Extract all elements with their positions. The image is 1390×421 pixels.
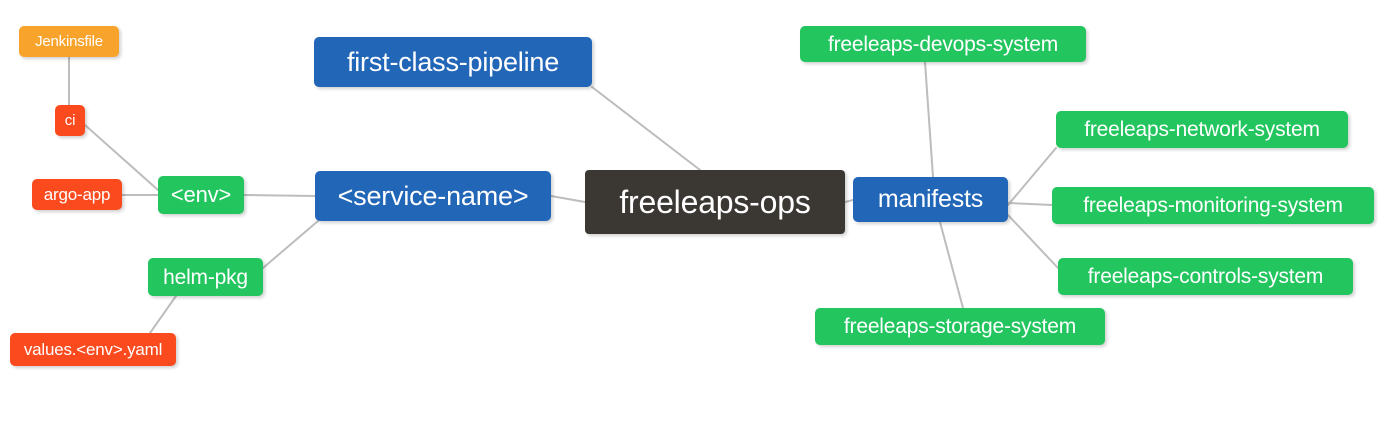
node-label: freeleaps-controls-system: [1087, 265, 1324, 288]
mindmap-node-ci[interactable]: ci: [55, 105, 85, 136]
node-label: argo-app: [43, 185, 111, 204]
mindmap-node-freeleaps-storage-system[interactable]: freeleaps-storage-system: [815, 308, 1105, 345]
mindmap-node-freeleaps-devops-system[interactable]: freeleaps-devops-system: [800, 26, 1086, 62]
node-label: manifests: [877, 185, 984, 213]
mindmap-node-freeleaps-monitoring-system[interactable]: freeleaps-monitoring-system: [1052, 187, 1374, 224]
node-label: <service-name>: [337, 180, 529, 211]
edge-service-name-to-helm-pkg: [262, 220, 319, 269]
node-label: Jenkinsfile: [35, 33, 103, 50]
mindmap-node-service-name[interactable]: <service-name>: [315, 171, 551, 221]
node-label: first-class-pipeline: [346, 46, 560, 77]
node-label: freeleaps-ops: [619, 184, 811, 220]
node-label: freeleaps-monitoring-system: [1083, 194, 1343, 217]
mindmap-node-env[interactable]: <env>: [158, 176, 244, 214]
node-label: <env>: [170, 182, 232, 207]
edge-manifests-to-freeleaps-monitoring-system: [1007, 202, 1053, 206]
mindmap-node-freeleaps-network-system[interactable]: freeleaps-network-system: [1056, 111, 1348, 148]
mindmap-node-helm-pkg[interactable]: helm-pkg: [148, 258, 263, 296]
edge-freeleaps-ops-to-first-class-pipeline: [591, 86, 701, 171]
node-label: values.<env>.yaml: [23, 340, 163, 359]
edge-manifests-to-freeleaps-storage-system: [939, 221, 964, 309]
mindmap-node-jenkinsfile[interactable]: Jenkinsfile: [19, 26, 119, 57]
node-label: ci: [64, 112, 76, 129]
node-label: freeleaps-devops-system: [828, 32, 1058, 56]
mindmap-node-values-env-yaml[interactable]: values.<env>.yaml: [10, 333, 176, 366]
mindmap-node-freeleaps-ops[interactable]: freeleaps-ops: [585, 170, 845, 234]
mindmap-node-manifests[interactable]: manifests: [853, 177, 1008, 222]
node-label: freeleaps-network-system: [1084, 118, 1320, 141]
node-label: helm-pkg: [163, 265, 248, 289]
mindmap-node-freeleaps-controls-system[interactable]: freeleaps-controls-system: [1058, 258, 1353, 295]
edge-helm-pkg-to-values-env-yaml: [149, 295, 177, 334]
edge-service-name-to-env: [243, 194, 316, 197]
edge-manifests-to-freeleaps-devops-system: [924, 61, 934, 178]
mindmap-node-first-class-pipeline[interactable]: first-class-pipeline: [314, 37, 592, 87]
edge-manifests-to-freeleaps-controls-system: [1007, 214, 1059, 269]
mindmap-node-argo-app[interactable]: argo-app: [32, 179, 122, 210]
node-label: freeleaps-storage-system: [843, 315, 1077, 338]
edge-manifests-to-freeleaps-network-system: [1007, 147, 1057, 206]
edge-freeleaps-ops-to-service-name: [550, 195, 586, 203]
edge-freeleaps-ops-to-manifests: [844, 199, 854, 203]
